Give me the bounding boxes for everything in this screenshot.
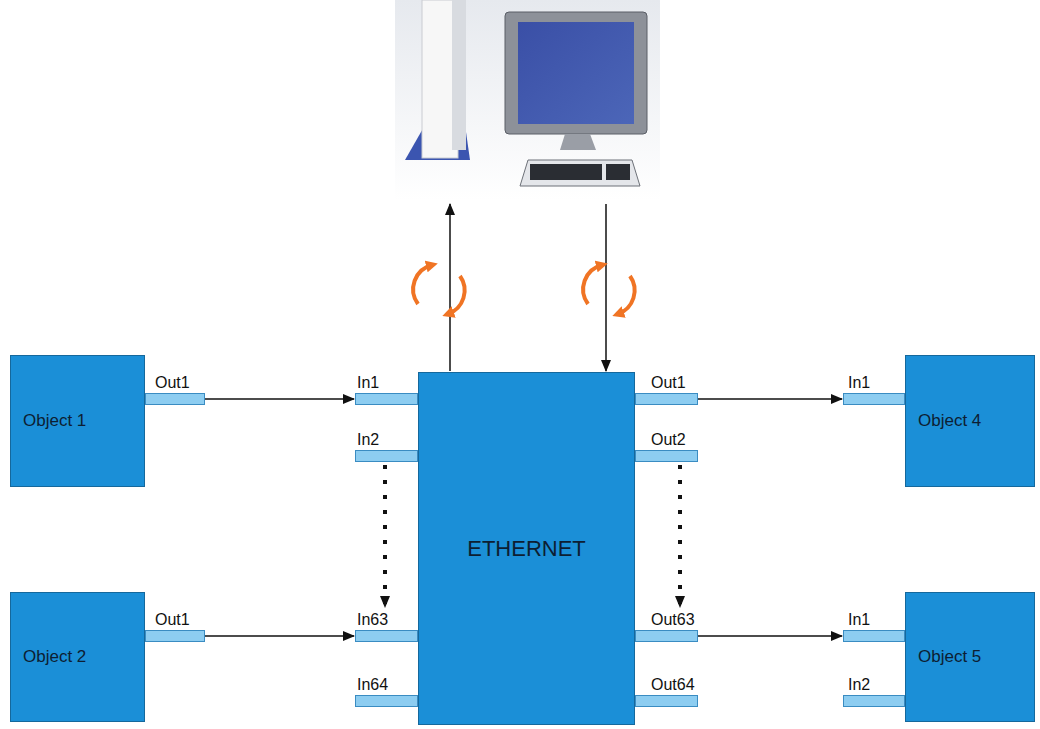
- continuation-arrow: [383, 465, 387, 607]
- signal-arrow: [205, 398, 354, 400]
- port-connector: In2: [355, 430, 418, 462]
- port-label: In2: [843, 675, 905, 695]
- ethernet-module: ETHERNETIn1In2In63In64Out1Out2Out63Out64: [418, 372, 635, 725]
- keyboard: [520, 160, 640, 186]
- port-connector: In1: [355, 373, 418, 405]
- illustration-ground: [395, 0, 660, 200]
- box-label: Object 4: [918, 411, 981, 431]
- port-bar: [635, 393, 698, 405]
- monitor-stand: [560, 134, 596, 150]
- keyboard-keys: [530, 164, 602, 180]
- port-connector: Out2: [635, 430, 698, 462]
- port-connector: Out63: [635, 610, 698, 642]
- signal-arrow: [205, 635, 354, 637]
- port-bar: [355, 695, 418, 707]
- box-label: Object 2: [23, 647, 86, 667]
- port-connector: Out1: [145, 373, 205, 405]
- port-label: In2: [355, 430, 418, 450]
- port-label: In1: [843, 373, 905, 393]
- cycle-arrow: [618, 276, 635, 314]
- port-label: Out64: [635, 675, 698, 695]
- port-connector: Out64: [635, 675, 698, 707]
- port-connector: In1: [843, 373, 905, 405]
- port-bar: [635, 450, 698, 462]
- monitor-screen: [518, 22, 634, 124]
- box-label: Object 1: [23, 411, 86, 431]
- port-connector: In64: [355, 675, 418, 707]
- tower-side: [452, 0, 466, 150]
- port-label: In64: [355, 675, 418, 695]
- monitor-frame: [505, 12, 647, 134]
- signal-arrow: [698, 635, 842, 637]
- port-label: Out2: [635, 430, 698, 450]
- cycle-arrow: [448, 276, 465, 314]
- upload-line: [449, 204, 451, 371]
- object-box: Object 5In1In2: [905, 592, 1035, 722]
- port-bar: [355, 393, 418, 405]
- port-bar: [843, 630, 905, 642]
- port-label: Out1: [145, 373, 205, 393]
- cycle-arrow: [413, 265, 432, 304]
- port-connector: In1: [843, 610, 905, 642]
- object-box: Object 4In1: [905, 355, 1035, 487]
- port-bar: [635, 695, 698, 707]
- port-connector: Out1: [635, 373, 698, 405]
- port-label: Out63: [635, 610, 698, 630]
- port-bar: [145, 630, 205, 642]
- port-bar: [635, 630, 698, 642]
- port-connector: In63: [355, 610, 418, 642]
- port-connector: Out1: [145, 610, 205, 642]
- object-box: Object 1Out1: [10, 355, 145, 487]
- cycle-arrow: [583, 265, 602, 304]
- port-bar: [145, 393, 205, 405]
- port-bar: [843, 393, 905, 405]
- port-label: Out1: [145, 610, 205, 630]
- port-bar: [843, 695, 905, 707]
- object-box: Object 2Out1: [10, 592, 145, 722]
- port-label: Out1: [635, 373, 698, 393]
- port-connector: In2: [843, 675, 905, 707]
- port-bar: [355, 630, 418, 642]
- port-label: In63: [355, 610, 418, 630]
- continuation-arrow: [678, 465, 682, 607]
- box-label: ETHERNET: [467, 536, 586, 562]
- port-bar: [355, 450, 418, 462]
- box-label: Object 5: [918, 647, 981, 667]
- port-label: In1: [355, 373, 418, 393]
- port-label: In1: [843, 610, 905, 630]
- signal-arrow: [698, 398, 842, 400]
- keyboard-keys: [606, 164, 630, 180]
- download-line: [605, 204, 607, 371]
